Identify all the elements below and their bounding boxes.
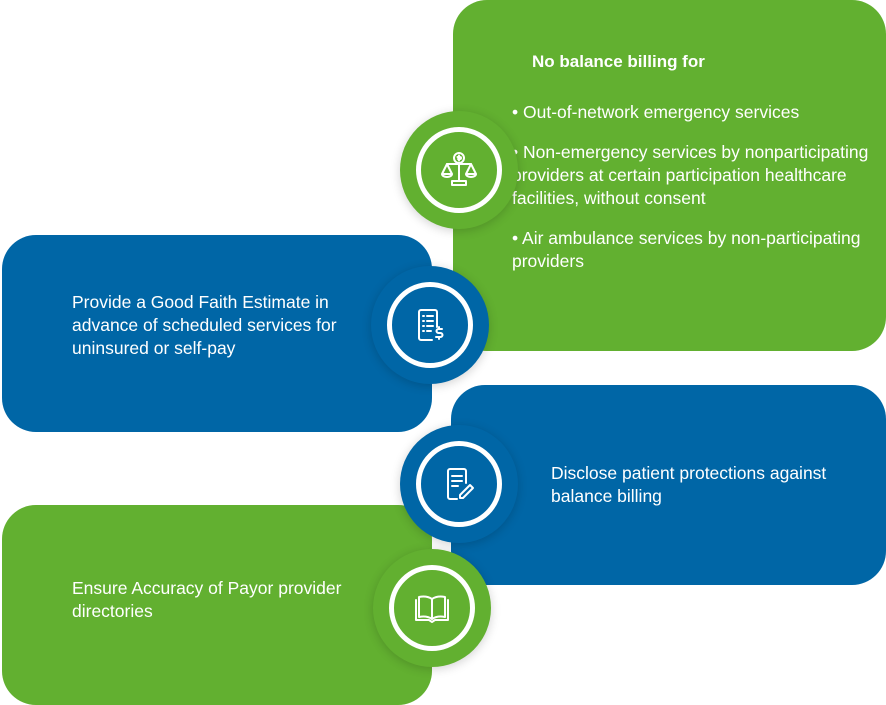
document-edit-icon <box>447 468 474 500</box>
card-title: No balance billing for <box>532 52 705 71</box>
card-payor-directories: Ensure Accuracy of Payor provider direct… <box>2 505 432 705</box>
card-good-faith-estimate: Provide a Good Faith Estimate in advance… <box>2 235 432 432</box>
icon-ring <box>416 441 502 527</box>
bullet-item: • Air ambulance services by non-particip… <box>512 228 861 271</box>
card-no-balance-billing: No balance billing for • Out-of-network … <box>453 0 886 351</box>
open-book-icon <box>415 595 449 623</box>
card-text: Ensure Accuracy of Payor provider direct… <box>72 578 342 621</box>
icon-ring <box>389 565 475 651</box>
icon-bubble <box>373 549 491 667</box>
icon-bubble <box>400 111 518 229</box>
bullet-item: • Non-emergency services by nonparticipa… <box>512 142 869 208</box>
icon-bubble <box>400 425 518 543</box>
scales-dollar-icon <box>441 152 477 186</box>
icon-bubble <box>371 266 489 384</box>
icon-ring <box>416 127 502 213</box>
bullet-list: • Out-of-network emergency services • No… <box>512 101 882 290</box>
card-text: Provide a Good Faith Estimate in advance… <box>72 292 337 358</box>
bullet-item: • Out-of-network emergency services <box>512 102 800 122</box>
icon-ring <box>387 282 473 368</box>
card-disclose-protections: Disclose patient protections against bal… <box>451 385 886 585</box>
card-text: Disclose patient protections against bal… <box>551 463 827 506</box>
bill-dollar-icon <box>418 309 444 341</box>
